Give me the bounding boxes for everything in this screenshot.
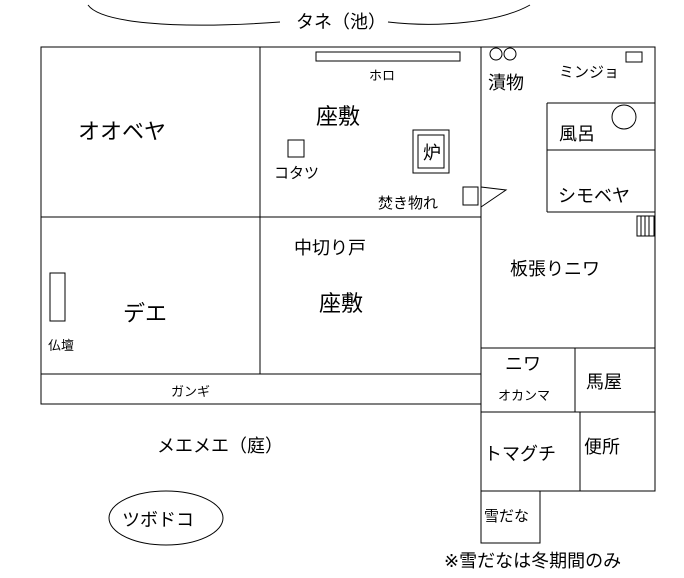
furo-label: 風呂: [559, 124, 595, 145]
niwa-label: ニワ: [505, 354, 541, 375]
oobeya-label: オオベヤ: [78, 120, 166, 145]
door-swing: [480, 186, 508, 208]
horo-label: ホロ: [369, 69, 395, 84]
pond-outline: [87, 4, 281, 26]
umaya-label: 馬屋: [586, 372, 622, 393]
tsubodoko-label: ツボドコ: [122, 510, 194, 531]
nakakirido-label: 中切り戸: [294, 238, 366, 259]
tsukemono-label: 漬物: [488, 73, 524, 94]
horo-bar: [315, 51, 461, 62]
annex-outline: [480, 46, 656, 492]
dee-label: デエ: [123, 302, 167, 327]
tomaguchi-label: トマグチ: [484, 444, 556, 465]
pickle-barrel-left: [489, 47, 503, 61]
hearth-outer: [412, 129, 450, 174]
butsudan-shrine: [49, 272, 66, 322]
gangi-label: ガンギ: [171, 385, 210, 400]
benjo-label: 便所: [584, 437, 620, 458]
yukidana-label: 雪だな: [484, 507, 529, 525]
kotatsu-label: コタツ: [274, 164, 319, 182]
yukidana-box: [480, 490, 541, 544]
pond-outline-right: [387, 4, 531, 25]
note-label: ※雪だなは冬期間のみ: [444, 551, 621, 572]
minjo-label: ミンジョ: [559, 63, 619, 81]
hearth-inner: [417, 134, 445, 169]
minjo-sink: [625, 51, 643, 63]
hearth-label: 炉: [423, 143, 441, 164]
pond-label: タネ（池）: [296, 12, 386, 33]
firewood-box: [462, 186, 479, 206]
mememe-label: メエメエ（庭）: [157, 436, 283, 457]
okanma-label: オカンマ: [498, 389, 550, 404]
butsudan-label: 仏壇: [48, 338, 74, 354]
firewood-label: 焚き物れ: [378, 194, 438, 212]
kotatsu-square: [287, 139, 305, 158]
itabari-niwa-label: 板張りニワ: [510, 259, 600, 280]
zashiki-top-label: 座敷: [316, 105, 360, 130]
bathtub-circle: [611, 104, 637, 130]
pickle-barrel-right: [503, 47, 517, 61]
shimobeya-label: シモベヤ: [558, 186, 630, 207]
tsubodoko-ellipse: [108, 490, 224, 546]
main-house-outline: [40, 46, 482, 405]
zashiki-bottom-label: 座敷: [319, 292, 363, 317]
